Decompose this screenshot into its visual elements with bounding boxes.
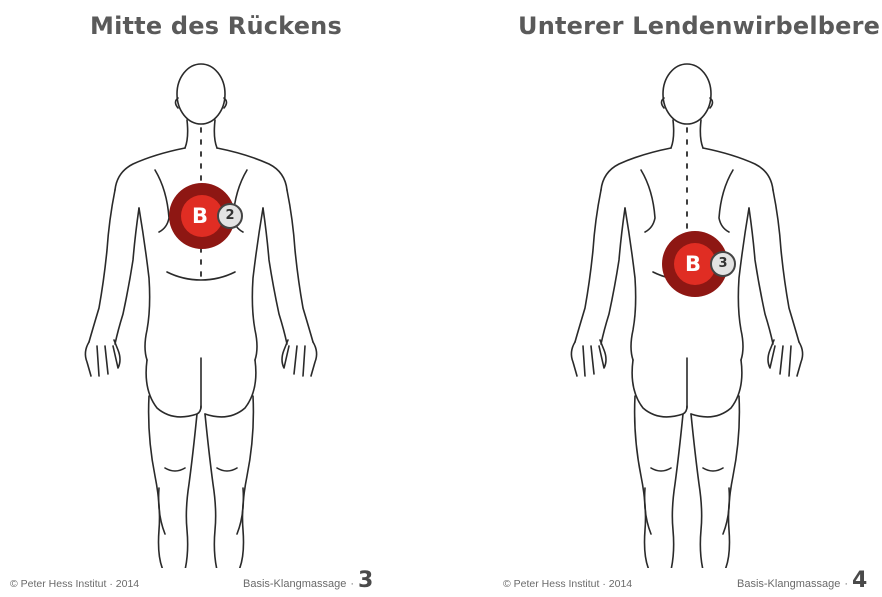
footer-separator: · [350, 578, 354, 590]
footer-separator: · [844, 578, 848, 590]
treatment-marker: B 3 [662, 231, 728, 297]
footer-label: Basis-Klangmassage [243, 578, 346, 590]
page-number: 4 [852, 568, 867, 593]
human-back-figure [81, 58, 321, 568]
copyright-text: © Peter Hess Institut · 2014 [503, 578, 632, 590]
copyright-text: © Peter Hess Institut · 2014 [10, 578, 139, 590]
page-title: Mitte des Rückens [90, 12, 342, 40]
page-panel-left: Mitte des Rückens B 2 © Peter Hess Insti… [0, 0, 441, 597]
page-title: Unterer Lendenwirbelbereich [518, 12, 882, 40]
treatment-marker: B 2 [169, 183, 235, 249]
marker-number-badge: 2 [217, 203, 243, 229]
page-footer: Basis-Klangmassage · 4 [737, 568, 867, 594]
page-number: 3 [358, 568, 373, 593]
page-footer: Basis-Klangmassage · 3 [243, 568, 373, 594]
human-back-figure [567, 58, 807, 568]
footer-label: Basis-Klangmassage [737, 578, 840, 590]
page-panel-right: Unterer Lendenwirbelbereich B 3 © Peter … [441, 0, 882, 597]
marker-number-badge: 3 [710, 251, 736, 277]
